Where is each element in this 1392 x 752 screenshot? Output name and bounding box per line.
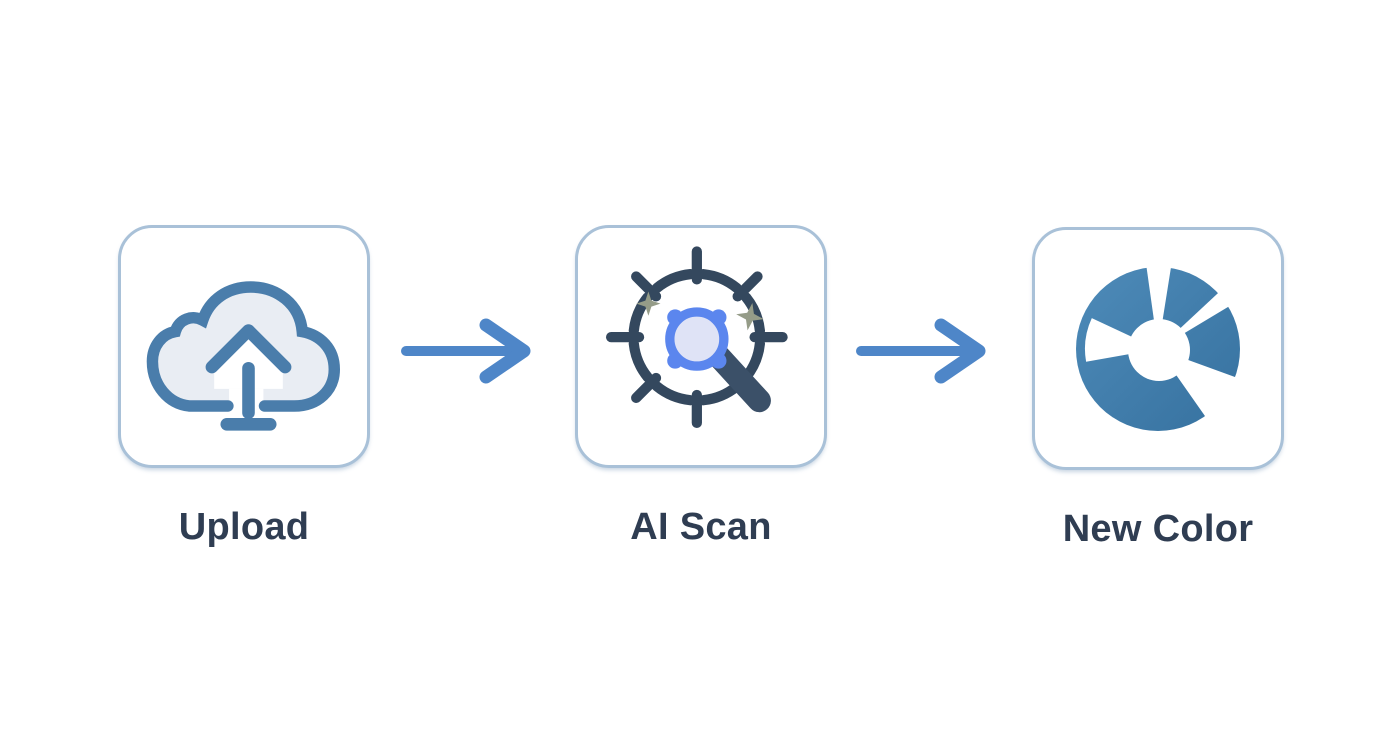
step-label-upload: Upload [178, 506, 310, 548]
color-wheel-icon [1076, 253, 1248, 431]
step-label-new-color: New Color [1062, 508, 1254, 550]
upload-card [118, 225, 370, 468]
step-label-ai-scan: AI Scan [630, 506, 772, 548]
step-ai-scan: AI Scan [575, 225, 827, 549]
sparkle-icon [635, 291, 660, 316]
step-upload: Upload [118, 225, 370, 549]
step-new-color: New Color [1032, 227, 1284, 551]
right-arrow-icon [856, 318, 986, 384]
new-color-card [1032, 227, 1284, 470]
ai-scan-magnifier-target-icon [605, 246, 788, 429]
sparkle-icon [735, 302, 764, 331]
ai-scan-card [575, 225, 827, 468]
cloud-upload-icon [146, 281, 340, 435]
right-arrow-icon [401, 318, 531, 384]
